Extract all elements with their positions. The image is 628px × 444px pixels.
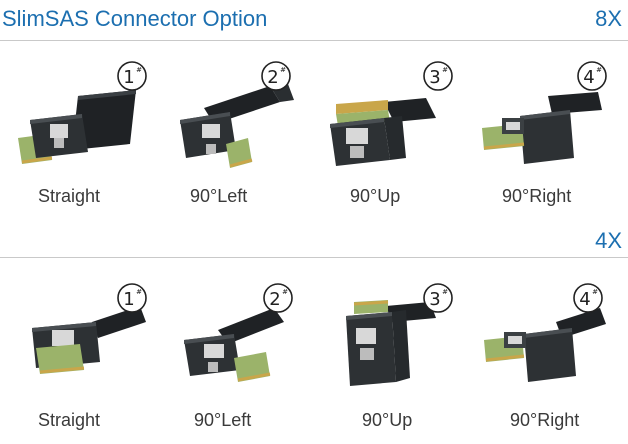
option-8x-90left[interactable]: 2 # [164, 58, 314, 178]
svg-text:#: # [136, 288, 142, 296]
section-divider [0, 40, 628, 41]
right-angle-connector-icon: 4 # [484, 283, 606, 382]
svg-text:1: 1 [123, 289, 134, 310]
left-angle-connector-icon: 2 # [180, 61, 294, 168]
option-8x-straight[interactable]: 1 # [10, 58, 160, 178]
straight-connector-icon: 1 # [18, 61, 147, 164]
page-title: SlimSAS Connector Option [2, 6, 268, 31]
caption-8x-90left: 90°Left [190, 186, 248, 206]
page-header: SlimSAS Connector Option 8X [0, 6, 628, 40]
svg-text:#: # [592, 288, 598, 296]
svg-text:1: 1 [123, 67, 134, 88]
svg-text:#: # [596, 66, 602, 74]
option-4x-straight[interactable]: 1 # [10, 278, 160, 398]
option-4x-90left[interactable]: 2 # [170, 278, 320, 398]
svg-text:#: # [136, 66, 142, 74]
caption-4x-90up: 90°Up [362, 410, 413, 430]
right-angle-connector-icon: 4 # [482, 61, 607, 164]
caption-8x-90up: 90°Up [350, 186, 401, 206]
svg-text:3: 3 [429, 67, 440, 88]
svg-text:4: 4 [579, 289, 590, 310]
section-size-8x: 8X [595, 6, 622, 31]
up-angle-connector-icon: 3 # [346, 283, 453, 386]
svg-text:#: # [280, 66, 286, 74]
option-4x-90right[interactable]: 4 # [474, 278, 624, 398]
option-8x-90up[interactable]: 3 # [318, 58, 468, 178]
section-size-4x: 4X [595, 228, 622, 253]
caption-4x-straight: Straight [38, 410, 101, 430]
svg-text:2: 2 [269, 289, 280, 310]
svg-text:#: # [282, 288, 288, 296]
svg-text:#: # [442, 288, 448, 296]
option-8x-90right[interactable]: 4 # [474, 58, 624, 178]
svg-text:#: # [442, 66, 448, 74]
left-angle-connector-icon: 2 # [184, 283, 293, 382]
section-divider [0, 257, 628, 258]
up-angle-connector-icon: 3 # [330, 61, 453, 166]
caption-4x-90right: 90°Right [510, 410, 580, 430]
straight-connector-icon: 1 # [32, 283, 147, 374]
svg-text:4: 4 [583, 67, 594, 88]
svg-text:2: 2 [267, 67, 278, 88]
option-4x-90up[interactable]: 3 # [326, 278, 476, 398]
svg-text:3: 3 [429, 289, 440, 310]
caption-8x-straight: Straight [38, 186, 101, 206]
caption-4x-90left: 90°Left [194, 410, 252, 430]
caption-8x-90right: 90°Right [502, 186, 572, 206]
